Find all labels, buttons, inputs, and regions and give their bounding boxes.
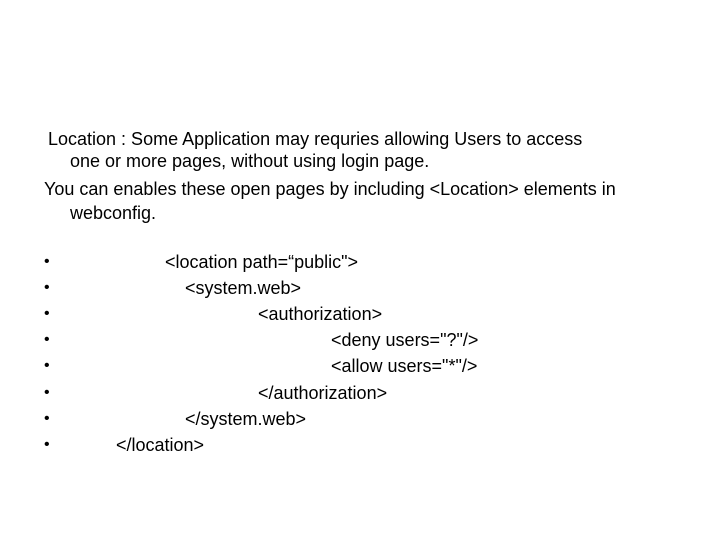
bullet-icon: • xyxy=(44,357,50,374)
bullet-icon: • xyxy=(44,410,50,427)
bullet-icon: • xyxy=(44,331,50,348)
bullet-icon: • xyxy=(44,384,50,401)
code-list-item: • <location path=“public"> xyxy=(0,249,720,275)
code-list-item: • </location> xyxy=(0,432,720,458)
code-line-3: <authorization> xyxy=(258,304,383,324)
code-list-item: • <allow users="*"/> xyxy=(0,353,720,379)
code-line-7: </system.web> xyxy=(185,409,307,429)
code-line-6: </authorization> xyxy=(258,383,388,403)
code-list-item: • </system.web> xyxy=(0,406,720,432)
intro-line-4: webconfig. xyxy=(70,203,157,223)
code-list-item: • <system.web> xyxy=(0,275,720,301)
code-list-item: • <deny users="?"/> xyxy=(0,327,720,353)
code-list-item: • </authorization> xyxy=(0,380,720,406)
code-line-1: <location path=“public"> xyxy=(165,252,359,272)
bullet-icon: • xyxy=(44,305,50,322)
code-line-2: <system.web> xyxy=(185,278,302,298)
code-line-4: <deny users="?"/> xyxy=(331,330,479,350)
intro-line-1: Location : Some Application may requries… xyxy=(48,129,583,149)
bullet-icon: • xyxy=(44,279,50,296)
code-list-item: • <authorization> xyxy=(0,301,720,327)
code-line-8: </location> xyxy=(116,435,205,455)
intro-line-2: one or more pages, without using login p… xyxy=(70,151,430,171)
intro-line-3: You can enables these open pages by incl… xyxy=(44,179,616,199)
bullet-icon: • xyxy=(44,253,50,270)
bullet-icon: • xyxy=(44,436,50,453)
code-line-5: <allow users="*"/> xyxy=(331,356,478,376)
